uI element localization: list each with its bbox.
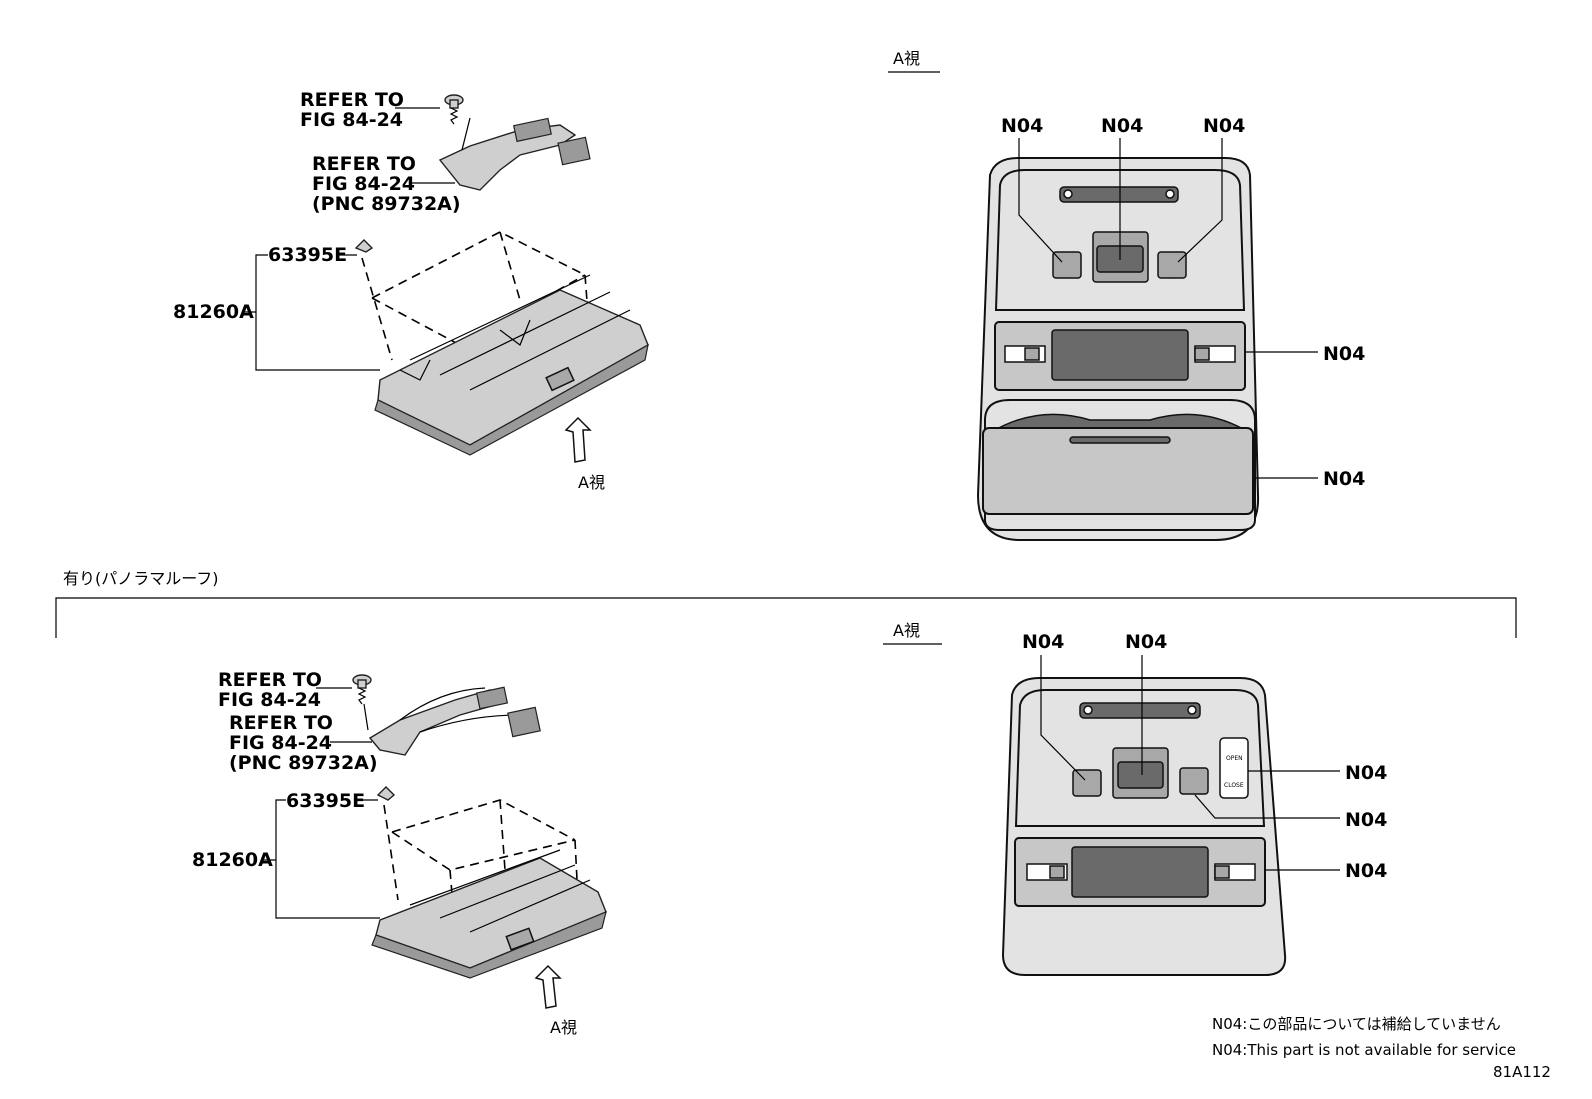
lower-bracket [262,799,380,919]
upper-refer2-line1: REFER TO [312,153,416,175]
upper-bracket [244,254,380,371]
lower-view-panel: OPEN CLOSE [1001,677,1287,976]
lower-callout-4: N04 [1345,809,1387,831]
section-label: 有り(パノラマルーフ) [63,569,219,588]
upper-harness-icon [438,117,591,191]
lower-callout-1: N04 [1022,631,1064,653]
upper-callouts: N04 N04 N04 N04 N04 [1001,115,1365,490]
upper-callout-3: N04 [1203,115,1245,137]
note-jp: N04:この部品については補給していません [1212,1015,1501,1033]
upper-refer1-line2: FIG 84-24 [300,109,403,131]
upper-console-assembly [374,274,649,456]
lower-console-assembly [371,849,607,979]
lower-screw-icon [352,674,372,705]
upper-view-arrow-icon [564,416,592,463]
upper-part-clip: 63395E [268,244,347,266]
lower-refer2-line3: (PNC 89732A) [229,752,378,774]
upper-refer2-line2: FIG 84-24 [312,173,415,195]
lower-arrow-label: A視 [550,1018,577,1037]
upper-clip-icon [354,239,374,253]
lower-harness-icon [363,686,541,756]
upper-view-title: A視 [893,49,920,68]
lower-clip-icon [376,786,396,801]
upper-callout-2: N04 [1101,115,1143,137]
upper-arrow-label: A視 [578,473,605,492]
lower-view-title: A視 [893,621,920,640]
lower-view-arrow-icon [534,964,562,1009]
lower-part-assy: 81260A [192,849,273,871]
note-en: N04:This part is not available for servi… [1212,1041,1516,1059]
lower-part-clip: 63395E [286,790,365,812]
lower-callout-5: N04 [1345,860,1387,882]
lower-callout-3: N04 [1345,762,1387,784]
lower-refer1-line2: FIG 84-24 [218,689,321,711]
sunroof-open-label: OPEN [1226,755,1243,762]
lower-refer2-line1: REFER TO [229,712,333,734]
upper-part-assy: 81260A [173,301,254,323]
upper-view-panel [976,157,1260,541]
upper-callout-1: N04 [1001,115,1043,137]
lower-callouts: N04 N04 N04 N04 N04 [1022,631,1387,882]
upper-callout-5: N04 [1323,468,1365,490]
upper-refer2-line3: (PNC 89732A) [312,193,461,215]
sunroof-close-label: CLOSE [1224,782,1244,789]
upper-callout-4: N04 [1323,343,1365,365]
figure-code: 81A112 [1493,1063,1551,1081]
lower-callout-2: N04 [1125,631,1167,653]
section-frame [55,597,1517,638]
upper-refer1-line1: REFER TO [300,89,404,111]
lower-refer1-line1: REFER TO [218,669,322,691]
upper-screw-icon [444,94,464,125]
lower-refer2-line2: FIG 84-24 [229,732,332,754]
